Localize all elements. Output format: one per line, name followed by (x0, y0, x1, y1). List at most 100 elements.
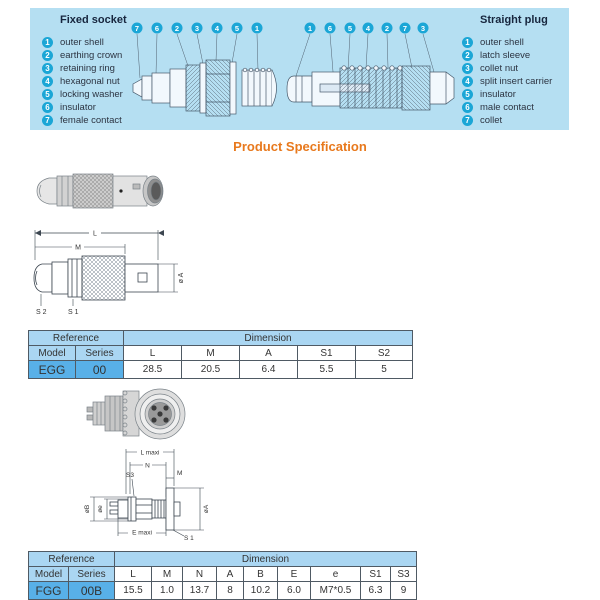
reference-header: Reference (28, 330, 124, 346)
dim-label-s2: S 2 (36, 309, 47, 316)
fgg-profile (109, 487, 181, 531)
dimension-header: Dimension (123, 330, 413, 346)
part-label: retaining ring (60, 63, 115, 74)
series-header: Series (75, 345, 124, 361)
table-row: Reference Dimension (28, 330, 413, 346)
callout-number: 4 (215, 24, 220, 33)
table-row: Model Series L M N A B E e S1 S3 (28, 566, 417, 582)
callout-number: 6 (155, 24, 159, 33)
straight-plug-callouts: 1 6 5 4 2 7 3 (304, 22, 429, 34)
callout-number: 3 (195, 24, 199, 33)
column-header: A (216, 566, 244, 582)
fixed-socket-callouts: 7 6 2 3 4 5 1 (131, 22, 263, 34)
column-header: L (123, 345, 182, 361)
callout-badge (344, 22, 356, 34)
part-label: locking washer (60, 89, 123, 100)
parts-diagram-panel: Fixed socket 1 outer shell 2 earthing crow… (30, 8, 569, 130)
part-number-badge: 7 (42, 115, 53, 126)
callout-badge (399, 22, 411, 34)
series-header: Series (68, 566, 115, 582)
part-number-badge: 2 (462, 50, 473, 61)
callout-badge (362, 22, 374, 34)
callout-number: 2 (385, 24, 389, 33)
part-number-badge: 3 (462, 63, 473, 74)
dim-value: 8 (216, 581, 244, 600)
column-header: N (182, 566, 217, 582)
dim-value: 6.4 (239, 360, 298, 379)
callout-badge (231, 22, 243, 34)
part-label: earthing crown (60, 50, 123, 61)
fixed-socket-title: Fixed socket (60, 14, 127, 26)
part-label: male contact (480, 102, 534, 113)
dim-label-e-maxi: E maxi (132, 530, 152, 537)
part-number-badge: 1 (462, 37, 473, 48)
table-row: Model Series L M A S1 S2 (28, 345, 413, 361)
part-label: female contact (60, 115, 122, 126)
callout-number: 5 (348, 24, 352, 33)
part-number-badge: 4 (462, 76, 473, 87)
fgg-spec-table: Reference Dimension Model Series L M N A… (28, 551, 417, 600)
dim-label-e-small: øe (97, 505, 104, 513)
part-number-badge: 6 (462, 102, 473, 113)
part-label: outer shell (480, 37, 524, 48)
series-value: 00 (75, 360, 124, 379)
fixed-socket-cutaway (132, 59, 277, 117)
column-header: B (243, 566, 278, 582)
column-header: M (151, 566, 183, 582)
part-item: 3 collet nut (462, 62, 552, 75)
callout-badge (251, 22, 263, 34)
part-number-badge: 2 (42, 50, 53, 61)
dim-value: 13.7 (182, 581, 217, 600)
part-label: outer shell (60, 37, 104, 48)
part-item: 7 female contact (42, 114, 123, 127)
part-label: split insert carrier (480, 76, 553, 87)
column-header: A (239, 345, 298, 361)
egg-connector-illustration (36, 173, 164, 209)
part-label: collet nut (480, 63, 519, 74)
table-row: FGG 00B 15.5 1.0 13.7 8 10.2 6.0 M7*0.5 … (28, 581, 417, 600)
callout-badge (211, 22, 223, 34)
callout-number: 7 (403, 24, 407, 33)
part-label: insulator (60, 102, 96, 113)
egg-dimension-drawing: L M ø A S 2 S 1 (33, 229, 185, 316)
part-item: 1 outer shell (462, 36, 552, 49)
dim-value: 20.5 (181, 360, 240, 379)
page-title: Product Specification (233, 139, 367, 154)
dim-label-n: N (145, 463, 150, 470)
fixed-socket-drawing: 7 6 2 3 4 5 1 (131, 22, 277, 117)
model-value: EGG (28, 360, 76, 379)
dim-value: 28.5 (123, 360, 182, 379)
callout-leader-lines (136, 33, 259, 79)
part-number-badge: 7 (462, 115, 473, 126)
part-number-badge: 5 (42, 89, 53, 100)
callout-number: 7 (135, 24, 139, 33)
part-item: 6 insulator (42, 101, 123, 114)
part-number-badge: 1 (42, 37, 53, 48)
column-header: S1 (360, 566, 391, 582)
callout-badge (191, 22, 203, 34)
part-item: 1 outer shell (42, 36, 123, 49)
part-item: 2 earthing crown (42, 49, 123, 62)
straight-plug-cutaway (286, 65, 455, 111)
callout-badge (324, 22, 336, 34)
part-number-badge: 6 (42, 102, 53, 113)
dim-label-b: øB (84, 505, 91, 513)
dim-label-a: ø A (178, 272, 185, 283)
column-header: S1 (297, 345, 356, 361)
straight-plug-drawing: 1 6 5 4 2 7 3 (286, 22, 455, 111)
part-label: insulator (480, 89, 516, 100)
dim-label-s1: S 1 (68, 309, 79, 316)
dim-value: 10.2 (243, 581, 278, 600)
dimension-header: Dimension (114, 551, 417, 567)
egg-dim-labels: L M ø A S 2 S 1 (36, 229, 185, 316)
callout-number: 4 (366, 24, 371, 33)
part-number-badge: 4 (42, 76, 53, 87)
part-item: 6 male contact (462, 101, 552, 114)
dim-value: 5.5 (297, 360, 356, 379)
column-header: S2 (355, 345, 413, 361)
